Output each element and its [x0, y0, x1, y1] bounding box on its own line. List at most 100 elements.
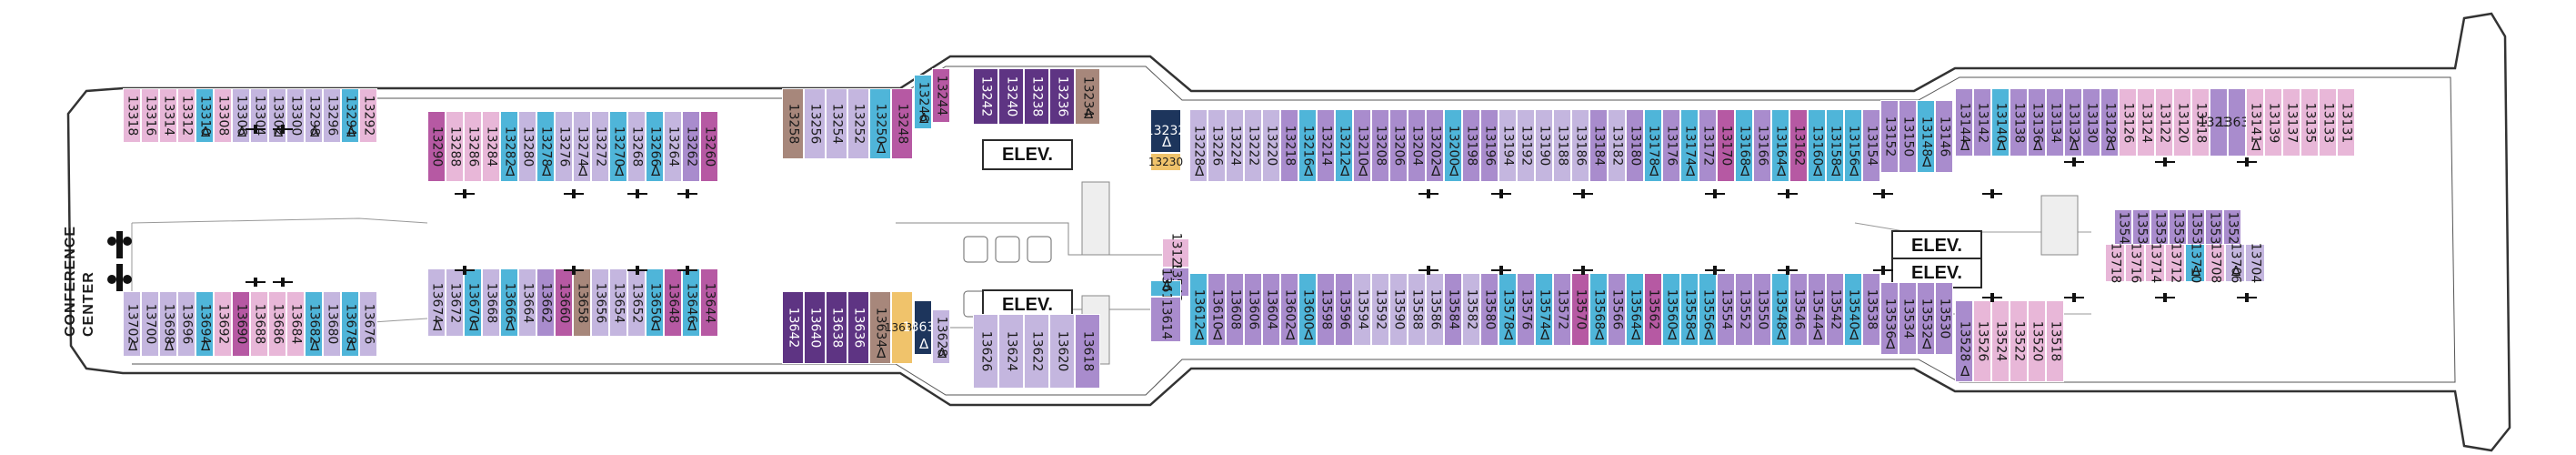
cabin-13552[interactable]: 13552: [1735, 273, 1753, 346]
cabin-13135[interactable]: 13135: [2300, 88, 2319, 157]
cabin-13150[interactable]: 13150: [1899, 100, 1917, 173]
cabin-13664[interactable]: 13664: [518, 268, 536, 337]
cabin-13240[interactable]: 13240: [998, 68, 1024, 125]
cabin-13222[interactable]: 13222: [1244, 109, 1262, 182]
cabin-13268[interactable]: 13268: [627, 111, 646, 182]
cabin-13129[interactable]: 13129: [1162, 233, 1189, 273]
cabin-13582[interactable]: 13582: [1462, 273, 1480, 346]
cabin-13714[interactable]: 13714: [2145, 243, 2165, 283]
cabin-13154[interactable]: 13154: [1862, 109, 1880, 182]
cabin-13640[interactable]: 13640: [804, 291, 826, 364]
cabin-13272[interactable]: 13272: [591, 111, 609, 182]
cabin-13554[interactable]: 13554: [1717, 273, 1735, 346]
cabin-13648[interactable]: 13648: [664, 268, 682, 337]
cabin-13170[interactable]: 13170: [1717, 109, 1735, 182]
cabin-13618[interactable]: 13618: [1075, 314, 1100, 389]
cabin-13712[interactable]: 13712: [2165, 243, 2185, 283]
cabin-13638[interactable]: 13638: [826, 291, 847, 364]
cabin-13530[interactable]: 13530: [1935, 282, 1953, 355]
cabin-13252[interactable]: 13252: [847, 88, 869, 159]
cabin-13598[interactable]: 13598: [1317, 273, 1335, 346]
cabin-13592[interactable]: 13592: [1371, 273, 1389, 346]
cabin-13680[interactable]: 13680: [323, 291, 341, 357]
cabin-13218[interactable]: 13218: [1280, 109, 1298, 182]
cabin-13131[interactable]: 13131: [2337, 88, 2355, 157]
cabin-13122[interactable]: 13122: [2155, 88, 2173, 157]
cabin-13614[interactable]: 13614: [1150, 297, 1181, 342]
cabin-13620[interactable]: 13620: [1049, 314, 1075, 389]
cabin-13688[interactable]: 13688: [250, 291, 268, 357]
cabin-13668[interactable]: 13668: [482, 268, 500, 337]
cabin-13624[interactable]: 13624: [998, 314, 1024, 389]
cabin-13204[interactable]: 13204: [1408, 109, 1426, 182]
cabin-13660[interactable]: 13660: [555, 268, 573, 337]
cabin-13570[interactable]: 13570: [1571, 273, 1589, 346]
cabin-13542[interactable]: 13542: [1826, 273, 1844, 346]
cabin-13708[interactable]: 13708: [2205, 243, 2225, 283]
cabin-13280[interactable]: 13280: [518, 111, 536, 182]
cabin-13318[interactable]: 13318: [123, 88, 141, 143]
cabin-13538[interactable]: 13538: [1862, 273, 1880, 346]
cabin-13284[interactable]: 13284: [482, 111, 500, 182]
cabin-13244[interactable]: 13244: [932, 68, 950, 123]
cabin-13198[interactable]: 13198: [1462, 109, 1480, 182]
cabin-13126[interactable]: 13126: [2119, 88, 2137, 157]
cabin-13700[interactable]: 13700: [141, 291, 159, 357]
cabin-13672[interactable]: 13672: [446, 268, 464, 337]
cabin-13534[interactable]: 13534: [1899, 282, 1917, 355]
cabin-13572[interactable]: 13572: [1553, 273, 1571, 346]
cabin-13314[interactable]: 13314: [159, 88, 177, 143]
cabin-13296[interactable]: 13296: [323, 88, 341, 143]
cabin-13662[interactable]: 13662: [536, 268, 555, 337]
cabin-13180[interactable]: 13180: [1626, 109, 1644, 182]
cabin-13262[interactable]: 13262: [682, 111, 700, 182]
cabin-13192[interactable]: 13192: [1517, 109, 1535, 182]
cabin-13644[interactable]: 13644: [700, 268, 718, 337]
cabin-13626[interactable]: 13626: [973, 314, 998, 389]
cabin-13308[interactable]: 13308: [214, 88, 232, 143]
cabin-13518[interactable]: 13518: [2046, 300, 2064, 382]
cabin-13550[interactable]: 13550: [1753, 273, 1771, 346]
cabin-13206[interactable]: 13206: [1389, 109, 1408, 182]
cabin-13194[interactable]: 13194: [1498, 109, 1517, 182]
cabin-13684[interactable]: 13684: [286, 291, 305, 357]
cabin-13594[interactable]: 13594: [1353, 273, 1371, 346]
cabin-13139[interactable]: 13139: [2264, 88, 2282, 157]
cabin-13138[interactable]: 13138: [2010, 88, 2028, 157]
cabin-13142[interactable]: 13142: [1973, 88, 1991, 157]
cabin-13120[interactable]: 13120: [2173, 88, 2191, 157]
cabin-13692[interactable]: 13692: [214, 291, 232, 357]
cabin-13696[interactable]: 13696: [177, 291, 195, 357]
cabin-13133[interactable]: 13133: [2319, 88, 2337, 157]
cabin-13238[interactable]: 13238: [1024, 68, 1049, 125]
